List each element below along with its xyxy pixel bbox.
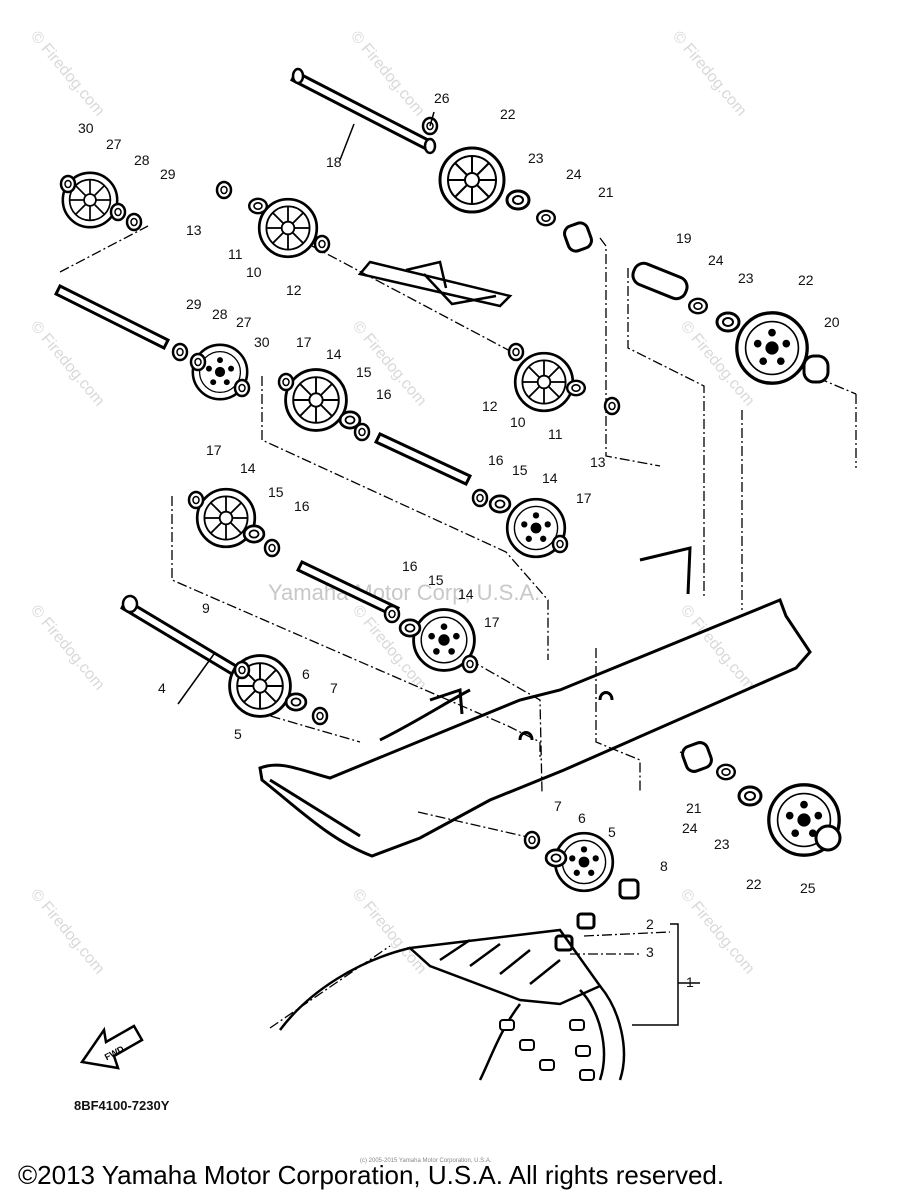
callout-14c: 14	[542, 470, 558, 486]
callout-27b: 27	[236, 314, 252, 330]
callout-15a: 15	[356, 364, 372, 380]
callout-23a: 23	[528, 150, 544, 166]
callout-4: 4	[158, 680, 166, 696]
callout-24a: 24	[566, 166, 582, 182]
callout-12a: 12	[286, 282, 302, 298]
callout-17a: 17	[296, 334, 312, 350]
callout-8: 8	[660, 858, 668, 874]
callout-15d: 15	[428, 572, 444, 588]
callout-10a: 10	[246, 264, 262, 280]
callout-19: 19	[676, 230, 692, 246]
callout-13b: 13	[590, 454, 606, 470]
callout-30b: 30	[254, 334, 270, 350]
callout-14d: 14	[458, 586, 474, 602]
callout-17b: 17	[206, 442, 222, 458]
callout-9: 9	[202, 600, 210, 616]
callout-18: 18	[326, 154, 342, 170]
callout-5b: 5	[608, 824, 616, 840]
callout-14b: 14	[240, 460, 256, 476]
small-copyright-note: (c) 2005-2015 Yamaha Motor Corporation, …	[360, 1158, 492, 1164]
callout-25: 25	[800, 880, 816, 896]
callout-11b: 11	[548, 426, 563, 442]
callout-17c: 17	[576, 490, 592, 506]
callout-16d: 16	[402, 558, 418, 574]
callout-21b: 21	[686, 800, 702, 816]
callout-13a: 13	[186, 222, 202, 238]
callout-22b: 22	[798, 272, 814, 288]
callout-14a: 14	[326, 346, 342, 362]
callout-17d: 17	[484, 614, 500, 630]
callout-2: 2	[646, 916, 654, 932]
callout-16a: 16	[376, 386, 392, 402]
diagram-part-code: 8BF4100-7230Y	[74, 1098, 170, 1113]
callout-26: 26	[434, 90, 450, 106]
callout-30a: 30	[78, 120, 94, 136]
callout-24b: 24	[708, 252, 724, 268]
callout-28b: 28	[212, 306, 228, 322]
callout-15b: 15	[268, 484, 284, 500]
callout-27a: 27	[106, 136, 122, 152]
callout-7a: 7	[330, 680, 338, 696]
watermark-center: Yamaha Motor Corp, U.S.A.	[268, 580, 541, 605]
callout-1: 1	[686, 974, 694, 990]
callout-6b: 6	[578, 810, 586, 826]
callout-23c: 23	[714, 836, 730, 852]
callout-22a: 22	[500, 106, 516, 122]
callout-7b: 7	[554, 798, 562, 814]
callout-29b: 29	[186, 296, 202, 312]
callout-21a: 21	[598, 184, 614, 200]
callout-22c: 22	[746, 876, 762, 892]
callout-10b: 10	[510, 414, 526, 430]
callout-6a: 6	[302, 666, 310, 682]
callout-12b: 12	[482, 398, 498, 414]
callout-29a: 29	[160, 166, 176, 182]
callout-24c: 24	[682, 820, 698, 836]
callout-23b: 23	[738, 270, 754, 286]
callout-15c: 15	[512, 462, 528, 478]
callout-3: 3	[646, 944, 654, 960]
callout-5a: 5	[234, 726, 242, 742]
callout-16c: 16	[488, 452, 504, 468]
callout-28a: 28	[134, 152, 150, 168]
callout-16b: 16	[294, 498, 310, 514]
copyright-footer: ©2013 Yamaha Motor Corporation, U.S.A. A…	[18, 1160, 725, 1190]
callout-20: 20	[824, 314, 840, 330]
callout-11a: 11	[228, 246, 243, 262]
